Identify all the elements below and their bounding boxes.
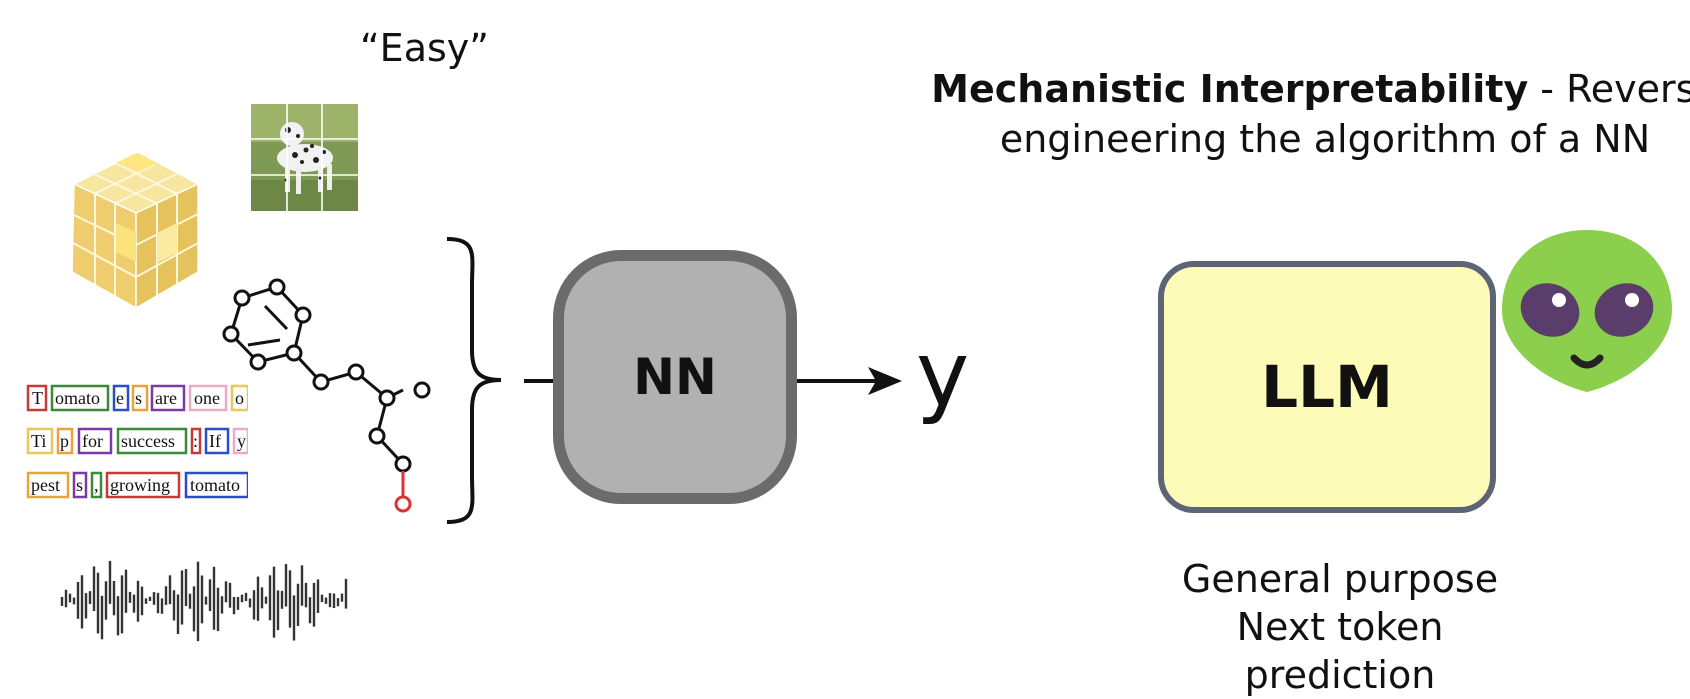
token: If (209, 431, 221, 451)
token: for (82, 431, 103, 451)
output-arrow (797, 367, 902, 395)
token: o (235, 388, 244, 408)
diagram-canvas: T omato e s are one o Ti p for success :… (26, 104, 1672, 642)
alien-icon (1502, 230, 1672, 392)
token: e (116, 388, 124, 408)
token: y (237, 431, 246, 451)
token: tomato (190, 475, 240, 495)
nn-label: NN (633, 348, 717, 406)
desc-line2: Next token prediction (1236, 605, 1444, 697)
tokenized-text: T omato e s are one o Ti p for success :… (26, 380, 270, 504)
token: omato (55, 388, 100, 408)
token: T (32, 388, 43, 408)
molecule-icon (222, 278, 431, 513)
token: pest (31, 475, 60, 495)
token: : (193, 431, 198, 451)
token: p (60, 431, 69, 451)
llm-label: LLM (1261, 353, 1393, 421)
title-line2: engineering the algorithm of a NN (999, 117, 1651, 161)
token: are (155, 388, 177, 408)
token: Ti (31, 431, 46, 451)
waveform-icon (60, 560, 348, 642)
token: s (135, 388, 142, 408)
nn-box: NN (553, 250, 797, 504)
curly-brace (446, 237, 502, 524)
token: growing (110, 475, 170, 495)
desc-line1: General purpose (1181, 557, 1499, 601)
rubiks-cube-icon (71, 151, 200, 310)
token: one (194, 388, 220, 408)
token: success (121, 431, 175, 451)
token: , (94, 475, 99, 495)
title-bold: Mechanistic Interpretability (931, 67, 1529, 111)
output-y-label: y (916, 322, 970, 427)
token: s (76, 475, 83, 495)
llm-description: General purpose Next token prediction (1140, 555, 1540, 699)
llm-box: LLM (1158, 261, 1496, 513)
easy-label: “Easy” (360, 26, 489, 70)
dalmatian-dog-image (251, 104, 358, 211)
